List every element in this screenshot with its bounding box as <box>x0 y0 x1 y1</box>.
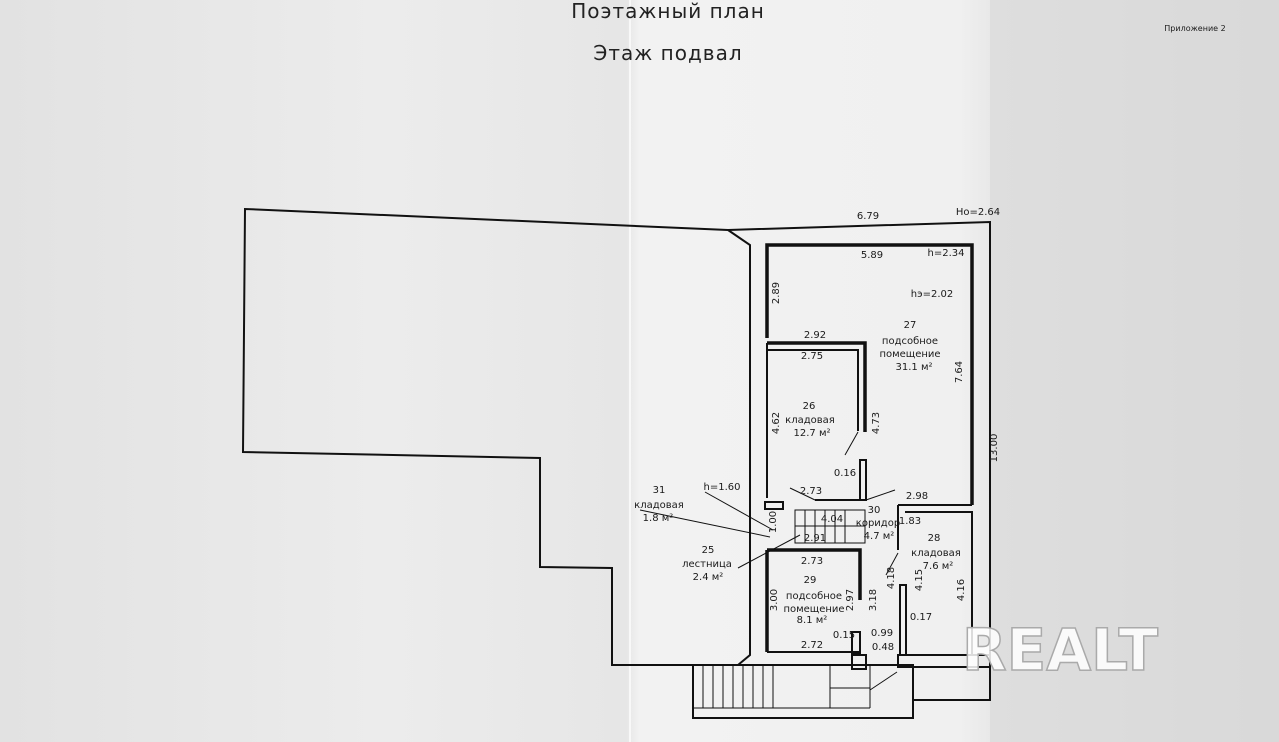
dim: 4.04 <box>821 514 843 525</box>
shaft <box>851 654 867 670</box>
dim: 1.00 <box>768 511 779 533</box>
dim: 4.15 <box>914 569 925 591</box>
room-26-inner <box>767 349 859 431</box>
dim: 0.15 <box>833 630 855 641</box>
dim: 4.18 <box>886 567 897 589</box>
room-26-wall <box>767 341 867 432</box>
room-number: 31 <box>653 485 666 496</box>
room-area: 8.1 м² <box>797 615 828 626</box>
adjacent-outline <box>241 207 738 666</box>
dim: 2.89 <box>771 282 782 304</box>
room-area: 2.4 м² <box>693 572 724 583</box>
appendix-label: Приложение 2 <box>1164 24 1225 33</box>
interior-stairs <box>794 509 866 544</box>
realt-watermark: REALT <box>962 616 1159 684</box>
wall-stub <box>859 459 867 501</box>
dim: 2.92 <box>804 330 826 341</box>
room-28-stub <box>899 584 907 656</box>
room-28-wall <box>905 511 973 655</box>
dim: 5.89 <box>861 250 883 261</box>
dim: 2.91 <box>804 533 826 544</box>
dim-outer-length: 13.00 <box>989 434 1000 463</box>
dim: 0.99 <box>871 628 893 639</box>
dim: 3.00 <box>769 589 780 611</box>
room-number: 27 <box>904 320 917 331</box>
room-number: 28 <box>928 533 941 544</box>
dim: 4.62 <box>771 412 782 434</box>
dim: 3.18 <box>868 589 879 611</box>
entrance-stairs <box>692 664 914 719</box>
dim: 1.83 <box>899 516 921 527</box>
dim: hэ=2.02 <box>911 289 953 300</box>
dim: 2.75 <box>801 351 823 362</box>
dim: 0.48 <box>872 642 894 653</box>
room-number: 30 <box>868 505 881 516</box>
dimension-labels: 6.79 Hо=2.64 13.00 5.89 h=2.34 hэ=2.02 2… <box>634 207 1000 653</box>
dim: 2.73 <box>800 486 822 497</box>
room-29-top <box>767 548 862 600</box>
room-28-bottom <box>897 654 991 668</box>
room-name: помещение <box>783 604 844 615</box>
room-name: коридор <box>856 518 900 529</box>
room-name: лестница <box>682 559 732 570</box>
dim: 2.98 <box>906 491 928 502</box>
room-31-top <box>764 501 784 510</box>
stair-steps <box>693 665 871 709</box>
room-area: 4.7 м² <box>864 531 895 542</box>
outer-wall <box>727 220 991 701</box>
room-area: 12.7 м² <box>794 428 831 439</box>
room-name: подсобное <box>882 336 938 347</box>
outer-wall-left <box>727 229 751 666</box>
room-name: кладовая <box>634 500 684 511</box>
room-number: 26 <box>803 401 816 412</box>
plan-title: Поэтажный план <box>571 0 765 23</box>
room-area: 1.8 м² <box>643 513 674 524</box>
dim: 2.73 <box>801 556 823 567</box>
dim: 0.16 <box>834 468 856 479</box>
room-27-wall <box>765 243 974 505</box>
dim: 2.97 <box>845 589 856 611</box>
leader-lines <box>639 487 898 691</box>
room-name: кладовая <box>785 415 835 426</box>
room-name: подсобное <box>786 591 842 602</box>
door-28 <box>885 552 899 576</box>
room-area: 31.1 м² <box>896 362 933 373</box>
room-name: кладовая <box>911 548 961 559</box>
door-26 <box>844 431 859 456</box>
floor-title: Этаж подвал <box>593 41 742 65</box>
dim: 2.72 <box>801 640 823 651</box>
room-number: 29 <box>804 575 817 586</box>
dim: 4.16 <box>956 579 967 601</box>
room-number: 25 <box>702 545 715 556</box>
dim-outer-width: 6.79 <box>857 211 879 222</box>
dim-ho: Hо=2.64 <box>956 207 1000 218</box>
dim: h=1.60 <box>704 482 741 493</box>
shadow-region <box>990 0 1279 742</box>
dim: h=2.34 <box>928 248 965 259</box>
dim: 4.73 <box>871 412 882 434</box>
dim: 7.64 <box>954 361 965 383</box>
dim: 0.17 <box>910 612 932 623</box>
room-area: 7.6 м² <box>923 561 954 572</box>
room-name: помещение <box>879 349 940 360</box>
